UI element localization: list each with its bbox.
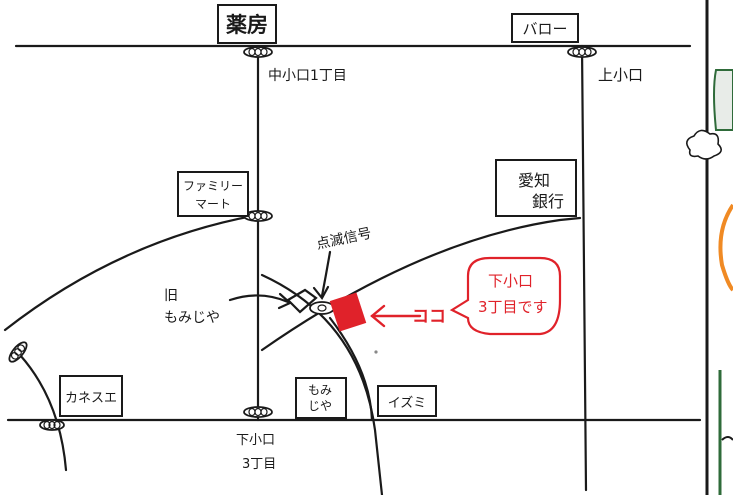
- old-momijiya-arrow: [228, 294, 290, 304]
- landmark-aichi-bank: 愛知 銀行: [495, 159, 577, 217]
- landmark-momijiya-label-1: もみ: [308, 383, 332, 397]
- blinking-signal-icon: [309, 301, 335, 315]
- landmark-baro: バロー: [511, 13, 579, 43]
- signal-icon: [243, 406, 273, 418]
- landmark-izumi: イズミ: [377, 385, 437, 417]
- landmark-momijiya: もみ じや: [295, 377, 347, 419]
- landmark-baro-label: バロー: [522, 20, 567, 38]
- old-momijiya-site: [286, 288, 318, 314]
- intersection-nakaoguchi-1chome: 中小口1丁目: [268, 68, 347, 84]
- road-right-vertical: [580, 44, 588, 492]
- blinking-signal-arrowhead: [312, 285, 330, 300]
- signal-icon: [243, 46, 273, 58]
- map-dot: [374, 350, 378, 354]
- bubble-label-2: 3丁目です: [478, 298, 548, 316]
- right-partial-panel: [686, 0, 733, 495]
- landmark-familymart-label-1: ファミリー: [183, 179, 243, 193]
- landmark-familymart-label-2: マート: [195, 197, 231, 211]
- roads: [3, 44, 702, 495]
- destination-marker: [329, 292, 367, 332]
- landmark-kanesue: カネスエ: [59, 375, 123, 417]
- old-momijiya-label-1: 旧: [164, 288, 178, 304]
- intersection-shimooguchi-label-1: 下小口: [236, 433, 275, 448]
- here-label: ココ: [412, 307, 446, 327]
- traffic-signals: [8, 46, 597, 431]
- bubble-label-1: 下小口: [488, 272, 533, 290]
- landmark-kusuri: 薬房: [217, 4, 277, 44]
- blinking-signal-arrow: [320, 250, 332, 298]
- road-left-curve-lower: [18, 353, 68, 472]
- road-left-curve: [3, 213, 260, 332]
- here-callout: ココ 下小口 3丁目です: [370, 256, 562, 336]
- landmark-momijiya-label-2: じや: [308, 399, 332, 413]
- road-curve-inner: [328, 316, 374, 422]
- here-arrowhead: [370, 304, 386, 328]
- landmark-aichi-bank-label-2: 銀行: [532, 192, 564, 211]
- location-speech-bubble: [449, 256, 562, 336]
- landmark-aichi-bank-label-1: 愛知: [518, 171, 550, 190]
- intersection-kamiooguchi: 上小口: [598, 66, 643, 84]
- road-diagonal-main: [260, 216, 582, 352]
- intersection-shimooguchi-label-2: 3丁目: [242, 457, 276, 472]
- landmark-familymart: ファミリー マート: [177, 171, 249, 217]
- landmark-kanesue-label: カネスエ: [65, 391, 117, 406]
- old-momijiya-label-2: もみじや: [164, 310, 220, 326]
- signal-icon: [8, 341, 28, 363]
- blinking-signal-label: 点滅信号: [315, 226, 373, 253]
- landmark-kusuri-label: 薬房: [226, 13, 268, 37]
- signal-icon: [39, 419, 65, 431]
- signal-icon: [567, 46, 597, 58]
- landmark-izumi-label: イズミ: [388, 395, 427, 411]
